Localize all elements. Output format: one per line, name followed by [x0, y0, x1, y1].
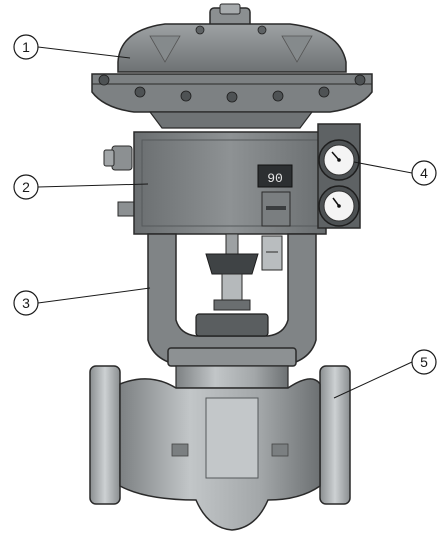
actuator-bolt [257, 25, 267, 35]
valve-body [89, 347, 351, 531]
callout-label: 3 [22, 295, 30, 311]
callout-label: 2 [22, 179, 30, 195]
callout-3: 3 [13, 290, 39, 316]
air-fitting [117, 201, 135, 217]
ring-bolt [134, 86, 146, 98]
bonnet-neck [175, 365, 289, 389]
actuator-rib [281, 35, 313, 63]
inlet-flange [89, 365, 121, 505]
pressure-gauges [318, 139, 360, 227]
callout-circle [411, 160, 437, 186]
cable-gland [111, 145, 133, 171]
callout-circle [411, 349, 437, 375]
callout-label: 4 [420, 165, 428, 181]
packing-gland [195, 313, 269, 337]
body-port-right [271, 443, 289, 457]
leader-line-4 [353, 161, 413, 174]
leader-line-3 [37, 287, 151, 304]
ring-bolt [226, 91, 238, 103]
callout-label: 1 [22, 39, 30, 55]
stem-upper [225, 233, 239, 255]
positioner-housing [133, 131, 327, 235]
leader-line-1 [37, 46, 131, 59]
stem-nut [213, 299, 251, 311]
actuator [91, 3, 373, 129]
positioner-display-value: 90 [267, 171, 283, 186]
callout-5: 5 [411, 349, 437, 375]
ring-bolt [180, 90, 192, 102]
outlet-flange [319, 365, 351, 505]
callout-circle [13, 34, 39, 60]
actuator-lower-housing [148, 111, 314, 129]
gauge-pivot [337, 158, 341, 162]
callout-circle [13, 174, 39, 200]
ring-bolt [272, 90, 284, 102]
callout-circle [13, 290, 39, 316]
body-center-boss [205, 397, 259, 479]
actuator-top-nut [219, 3, 241, 15]
ring-bolt [318, 86, 330, 98]
ring-bolt [98, 74, 110, 86]
pressure-gauge-upper [318, 139, 360, 181]
travel-indicator-plate [261, 235, 283, 271]
callout-leaders [37, 46, 413, 399]
body-port-left [171, 443, 189, 457]
actuator-bolt [195, 25, 205, 35]
positioner-key [266, 206, 286, 210]
positioner: 90 [103, 123, 361, 235]
callout-2: 2 [13, 174, 39, 200]
ring-bolt [354, 74, 366, 86]
bonnet-flange [167, 347, 297, 367]
yoke [147, 233, 317, 367]
leader-line-5 [333, 361, 413, 399]
actuator-ring-bolts [98, 74, 366, 103]
positioner-display [257, 164, 293, 188]
pressure-gauge-lower [318, 185, 360, 227]
callout-4: 4 [411, 160, 437, 186]
actuator-rib [149, 35, 181, 63]
callout-label: 5 [420, 354, 428, 370]
leader-line-2 [37, 183, 149, 188]
gauge-pivot [337, 204, 341, 208]
callout-1: 1 [13, 34, 39, 60]
actuator-dome [117, 23, 347, 73]
cable-gland-nut [103, 149, 115, 167]
stem-connector [205, 253, 259, 275]
